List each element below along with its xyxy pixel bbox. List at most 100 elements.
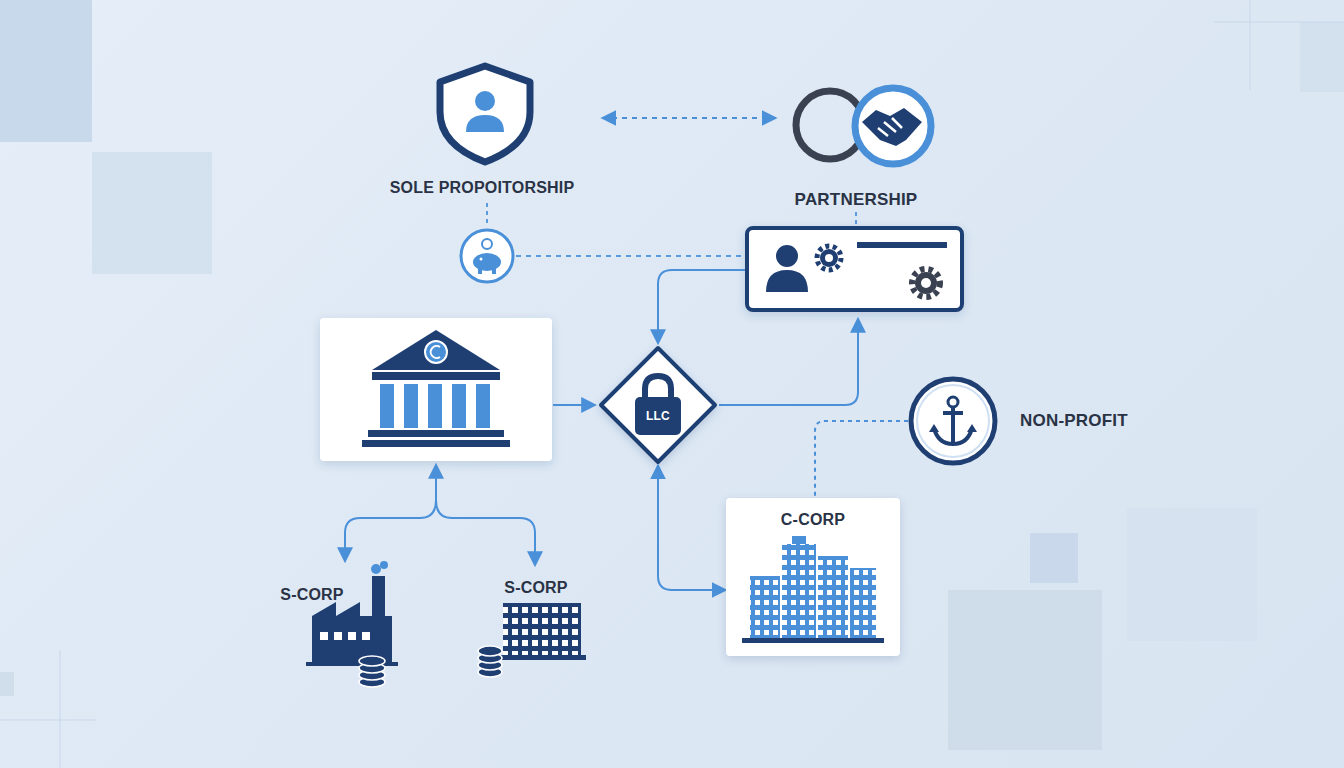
bank-box (320, 318, 552, 461)
decor-squares-part (92, 152, 212, 274)
decision-diamond-art (601, 348, 715, 462)
anchor-icon-part (943, 411, 963, 415)
piggy-bank-icon-part (480, 258, 483, 261)
entity-icon-node: S-CORP (272, 578, 402, 688)
svg-def-part (478, 646, 502, 656)
anchor-icon-part (929, 424, 977, 432)
profile-card-part (825, 254, 833, 262)
dashed-leaders-part (516, 255, 745, 257)
bank-box-part (320, 318, 552, 461)
handshake-icon-part (855, 88, 931, 164)
node-label: C-CORP (781, 510, 845, 530)
decor-squares-part (1127, 508, 1257, 641)
profile-card-part (921, 278, 931, 288)
process-box-art (818, 556, 848, 638)
factory-icon-part (380, 561, 388, 569)
flow-arrows-part (436, 500, 535, 564)
svg-def-part (359, 656, 385, 666)
decor-squares-part (60, 650, 61, 768)
connector (658, 465, 726, 590)
process-box-art (782, 544, 816, 638)
flow-arrows-part (719, 320, 858, 405)
process-box: C-CORP (726, 498, 900, 656)
bank-box-part (372, 372, 500, 380)
decision-diamond-outline (598, 345, 718, 465)
profile-card-part (766, 270, 808, 292)
decor-squares-part (0, 720, 96, 721)
node-label: SOLE PROPOITORSHIP (390, 178, 575, 198)
decision-diamond-art (645, 376, 671, 399)
flow-arrows-part (435, 466, 437, 500)
decor-squares-part (0, 0, 92, 142)
flow-arrows (345, 270, 858, 564)
bank-box-part (404, 384, 418, 428)
factory-icon-part (320, 632, 328, 640)
factory-icon-part (372, 576, 385, 616)
piggy-bank-icon-part (492, 268, 496, 274)
dashed-leaders-part (855, 212, 857, 226)
profile-card (747, 228, 962, 310)
anchor-icon-part (911, 379, 995, 463)
office-icon (478, 603, 586, 677)
anchor-icon (911, 379, 995, 463)
office-icon-part (503, 603, 581, 655)
entity-icon-node: SOLE PROPOITORSHIP (362, 60, 602, 210)
process-box-art (792, 536, 806, 544)
decision-diamond: LLC (598, 345, 718, 465)
dashed-leaders-part (486, 203, 488, 226)
process-box-art (742, 638, 884, 643)
decor-squares-part (1300, 22, 1344, 92)
entity-icon-node: PARTNERSHIP (776, 62, 936, 212)
bank-box-part (452, 384, 466, 428)
factory-icon-part (312, 602, 392, 662)
flow-arrows-part (345, 500, 436, 560)
handshake-icon-part (862, 108, 922, 146)
process-box-art (750, 576, 780, 638)
bank-box-part (372, 330, 500, 370)
decision-diamond-art (635, 397, 681, 435)
shield-icon-part (440, 66, 530, 162)
decor-squares-part (948, 590, 1102, 750)
anchor-icon-part (917, 385, 989, 457)
decor-squares-part (1250, 0, 1251, 90)
bank-box-part (428, 384, 442, 428)
entity-icon-node: NON-PROFIT (908, 378, 1140, 464)
anchor-icon-part (934, 428, 972, 444)
profile-card-part (776, 245, 798, 267)
piggy-bank-icon-part (461, 230, 513, 282)
process-box-art (850, 568, 876, 638)
profile-card-part (820, 249, 838, 267)
handshake-icon (796, 88, 931, 164)
bank-box-part (425, 341, 447, 363)
svg-def (478, 646, 502, 677)
node-label: PARTNERSHIP (795, 190, 918, 210)
flow-arrows-part (658, 270, 745, 342)
profile-card-part (817, 246, 841, 270)
connector (815, 421, 908, 498)
flow-arrows-part (553, 404, 594, 406)
factory-icon-part (371, 564, 381, 574)
bank-box-part (368, 430, 504, 437)
profile-card-part (747, 228, 962, 310)
entity-icon-node: S-CORP (476, 572, 596, 682)
profile-card-part (857, 242, 947, 248)
node-label: S-CORP (504, 578, 567, 598)
anchor-icon-part (948, 397, 958, 407)
bank-box-part (476, 384, 490, 428)
profile-card-part (915, 272, 937, 294)
bank-box-part (431, 346, 440, 358)
bank-box-part (380, 384, 394, 428)
decor-squares-part (1030, 533, 1078, 583)
connector (602, 117, 776, 119)
decor-squares-part (1214, 22, 1344, 23)
factory-icon-part (348, 632, 356, 640)
shield-icon-part (466, 115, 504, 132)
shield-icon-part (475, 91, 495, 111)
piggy-bank-icon-part (482, 239, 492, 249)
svg-def (359, 656, 385, 687)
decor-squares-part (0, 672, 14, 696)
node-label: S-CORP (280, 585, 343, 605)
bank-box-part (362, 440, 510, 447)
